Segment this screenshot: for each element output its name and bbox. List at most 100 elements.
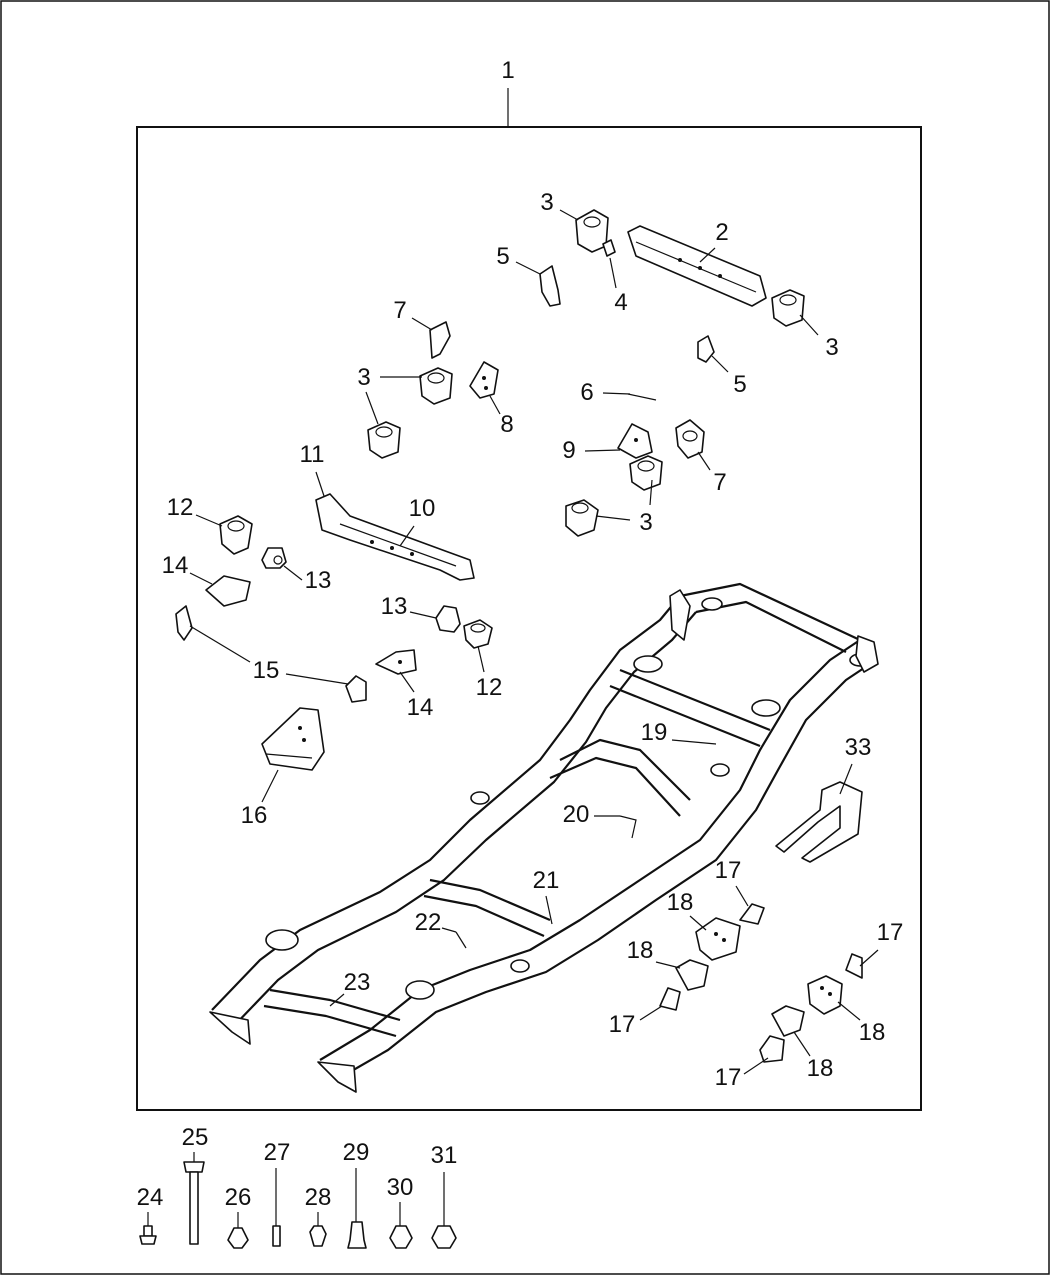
part-17-bracket-d[interactable] (759, 1035, 785, 1063)
part-18-bracket-b[interactable] (675, 959, 709, 991)
callout-5-b[interactable]: 5 (733, 371, 746, 398)
callout-11[interactable]: 11 (300, 441, 325, 468)
callout-14-b[interactable]: 14 (407, 694, 434, 721)
hardware-25-long-bolt[interactable] (183, 1161, 205, 1245)
part-3-bracket-e[interactable] (629, 455, 663, 491)
callout-15[interactable]: 15 (253, 657, 280, 684)
frame-assembly[interactable] (209, 582, 879, 1093)
callout-23[interactable]: 23 (344, 969, 371, 996)
hardware-label-27[interactable]: 27 (264, 1139, 291, 1166)
callout-7-a[interactable]: 7 (393, 297, 406, 324)
callout-1[interactable]: 1 (501, 57, 514, 84)
callout-13-a[interactable]: 13 (305, 567, 332, 594)
callout-7-b[interactable]: 7 (713, 469, 726, 496)
part-13-mount-a[interactable] (261, 547, 287, 569)
part-8-bracket[interactable] (469, 361, 499, 399)
hardware-30-hex-nut[interactable] (389, 1225, 413, 1249)
part-5-bracket-a[interactable] (539, 265, 561, 307)
part-2-crossmember[interactable] (627, 225, 767, 307)
part-9-bracket[interactable] (617, 423, 653, 459)
hardware-label-29[interactable]: 29 (343, 1139, 370, 1166)
leader-3-b (799, 314, 819, 336)
callout-17-c[interactable]: 17 (609, 1011, 636, 1038)
callout-18-b[interactable]: 18 (627, 937, 654, 964)
callout-18-c[interactable]: 18 (859, 1019, 886, 1046)
callout-12-a[interactable]: 12 (167, 494, 194, 521)
callout-18-d[interactable]: 18 (807, 1055, 834, 1082)
callout-3-a[interactable]: 3 (540, 189, 553, 216)
callout-17-a[interactable]: 17 (715, 857, 742, 884)
hardware-label-24[interactable]: 24 (137, 1184, 164, 1211)
hardware-label-25[interactable]: 25 (182, 1124, 209, 1151)
part-3-bracket-f[interactable] (565, 499, 599, 537)
part-7-bracket-a[interactable] (429, 321, 451, 359)
part-14-bracket-b[interactable] (375, 649, 417, 675)
hardware-label-31[interactable]: 31 (431, 1142, 458, 1169)
part-15-bracket-a[interactable] (175, 605, 193, 641)
callout-3-b[interactable]: 3 (825, 334, 838, 361)
leader-22 (441, 927, 457, 933)
leader-17-b (859, 949, 879, 967)
callout-12-b[interactable]: 12 (476, 674, 503, 701)
part-14-bracket-a[interactable] (205, 575, 251, 607)
callout-16[interactable]: 16 (241, 802, 268, 829)
callout-19[interactable]: 19 (641, 719, 668, 746)
part-20-rod[interactable] (619, 815, 637, 839)
part-17-bracket-c[interactable] (659, 987, 681, 1011)
leader-33 (839, 763, 853, 795)
part-17-bracket-a[interactable] (739, 903, 765, 925)
callout-14-a[interactable]: 14 (162, 552, 189, 579)
part-3-bracket-d[interactable] (367, 421, 401, 459)
part-33-hitch-bracket[interactable] (775, 781, 863, 863)
part-18-bracket-c[interactable] (807, 975, 843, 1015)
leader-7-b (697, 451, 711, 471)
callout-21[interactable]: 21 (533, 867, 560, 894)
part-3-bracket-b[interactable] (771, 289, 805, 327)
leader-18-c (837, 1001, 861, 1021)
callout-4[interactable]: 4 (614, 289, 627, 316)
callout-2[interactable]: 2 (715, 219, 728, 246)
hardware-label-30[interactable]: 30 (387, 1174, 414, 1201)
callout-3-f[interactable]: 3 (639, 509, 652, 536)
callout-18-a[interactable]: 18 (667, 889, 694, 916)
part-13-mount-b[interactable] (435, 605, 461, 633)
part-18-bracket-d[interactable] (771, 1005, 805, 1037)
callout-10[interactable]: 10 (409, 495, 436, 522)
hardware-24-bolt[interactable] (139, 1225, 157, 1245)
hardware-label-28[interactable]: 28 (305, 1184, 332, 1211)
hardware-28-clip-nut[interactable] (309, 1225, 327, 1247)
callout-13-b[interactable]: 13 (381, 593, 408, 620)
leader-3-f (595, 515, 631, 521)
part-12-bracket-b[interactable] (463, 619, 493, 649)
part-5-bracket-b[interactable] (697, 335, 715, 363)
part-19-pin[interactable] (671, 739, 717, 745)
hardware-27-stud[interactable] (272, 1225, 281, 1247)
callout-17-d[interactable]: 17 (715, 1064, 742, 1091)
part-12-bracket-a[interactable] (219, 515, 253, 555)
callout-5-a[interactable]: 5 (496, 243, 509, 270)
callout-20[interactable]: 20 (563, 801, 590, 828)
hardware-26-flange-nut[interactable] (227, 1227, 249, 1249)
callout-6[interactable]: 6 (580, 379, 593, 406)
leader-2 (699, 247, 716, 263)
part-4-clip[interactable] (602, 239, 616, 257)
part-22-pin[interactable] (455, 931, 467, 949)
part-18-bracket-a[interactable] (695, 917, 741, 961)
hardware-label-26[interactable]: 26 (225, 1184, 252, 1211)
part-3-bracket-c[interactable] (419, 367, 453, 405)
part-6-pin[interactable] (627, 393, 657, 401)
part-15-bracket-b[interactable] (345, 675, 367, 703)
part-10-crossmember[interactable] (315, 493, 475, 581)
part-7-bracket-b[interactable] (675, 419, 705, 459)
hardware-29-rivet-nut[interactable] (347, 1221, 367, 1249)
hardware-31-flange-nut[interactable] (431, 1225, 457, 1249)
callout-17-b[interactable]: 17 (877, 919, 904, 946)
part-17-bracket-b[interactable] (845, 953, 863, 979)
callout-8[interactable]: 8 (500, 411, 513, 438)
callout-33[interactable]: 33 (845, 734, 872, 761)
callout-9[interactable]: 9 (562, 437, 575, 464)
callout-22[interactable]: 22 (415, 909, 442, 936)
part-16-rail-end[interactable] (261, 707, 325, 771)
callout-3-c[interactable]: 3 (357, 364, 370, 391)
